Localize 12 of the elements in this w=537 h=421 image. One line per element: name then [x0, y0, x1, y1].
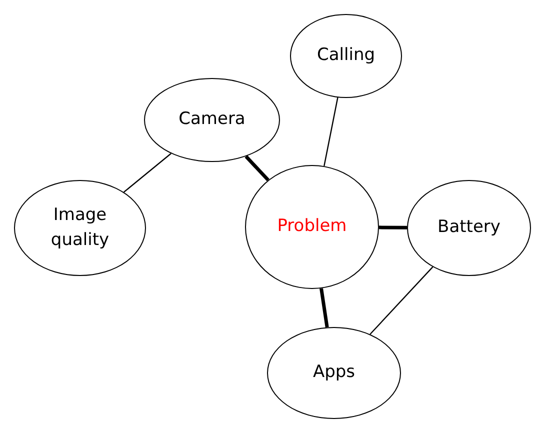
connector-line: [123, 153, 172, 193]
topic-label: Calling: [316, 44, 376, 68]
topic-label: Problem: [276, 215, 348, 238]
connector-line: [324, 97, 338, 166]
topic-label: Apps: [312, 361, 356, 384]
topic-label: Image quality: [50, 204, 110, 252]
connector-line: [320, 288, 329, 328]
topic-label: Battery: [436, 216, 502, 240]
connector-line: [370, 266, 434, 335]
connector-line: [378, 226, 408, 230]
topic-label: Camera: [178, 108, 246, 132]
connector-line: [244, 155, 270, 182]
